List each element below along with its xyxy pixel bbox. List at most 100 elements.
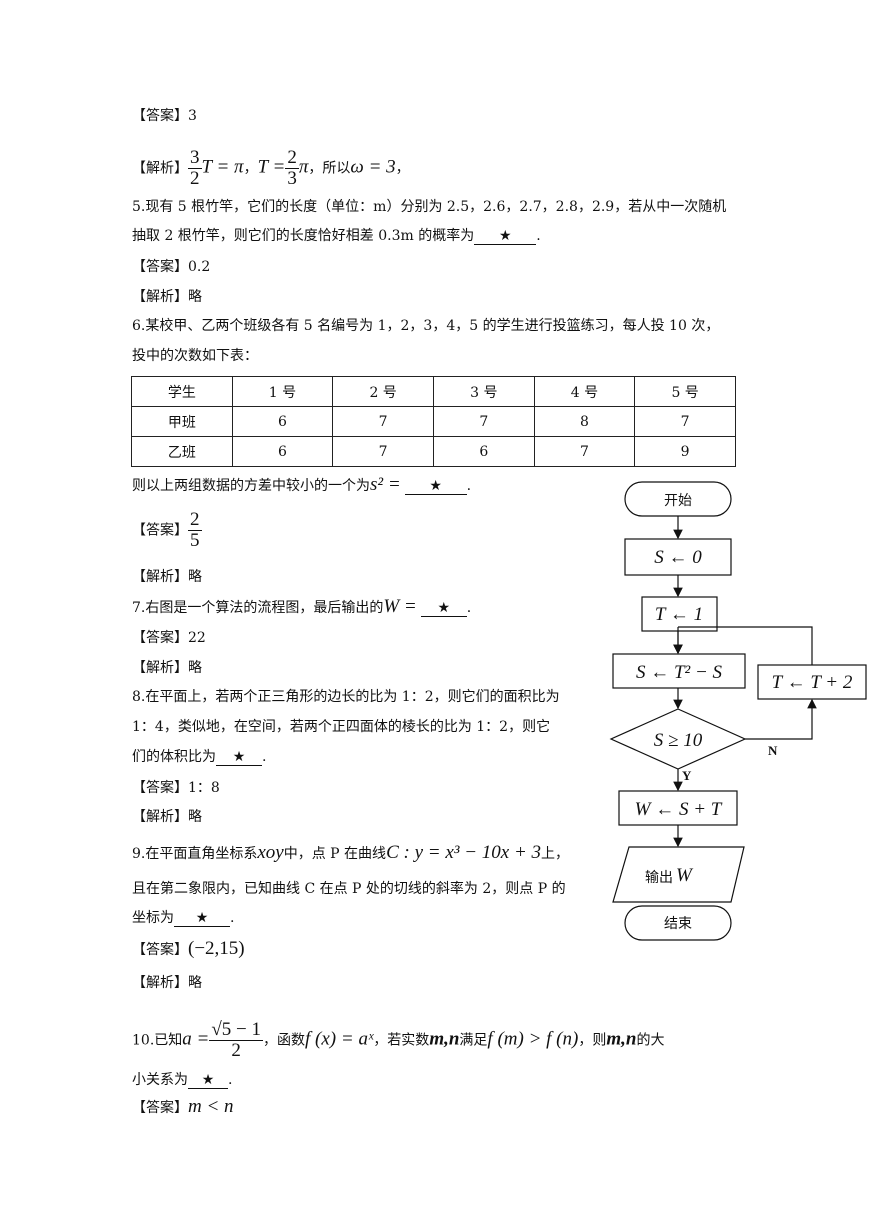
explanation-value: 略 xyxy=(188,975,202,991)
score-table: 学生 1 号 2 号 3 号 4 号 5 号 甲班 6 7 7 8 7 乙班 6… xyxy=(131,376,736,467)
flow-output xyxy=(612,846,745,903)
text: . xyxy=(228,1072,233,1088)
table-cell: 4 号 xyxy=(533,376,636,407)
answer-tag: 【答案】 xyxy=(132,942,188,958)
text: . xyxy=(466,600,472,616)
table-cell: 9 xyxy=(634,436,736,467)
math-expr: π xyxy=(298,156,309,178)
explanation-value: 略 xyxy=(188,660,202,676)
explanation-tag: 【解析】 xyxy=(132,160,188,177)
answer-line: 【答案】(−2,15) xyxy=(132,939,245,960)
question-9-line-2: 且在第二象限内，已知曲线 C 在点 P 处的切线的斜率为 2，则点 P 的 xyxy=(132,881,566,897)
table-row: 乙班 6 7 6 7 9 xyxy=(131,436,736,467)
math-expr: s² = xyxy=(370,474,401,495)
flow-start-label: 开始 xyxy=(664,493,692,509)
flow-no-label: N xyxy=(768,743,778,758)
flow-update-t-label: T ← T + 2 xyxy=(772,672,853,693)
fraction-numerator: √5 − 1 xyxy=(211,1019,261,1040)
flow-loop-back xyxy=(678,626,813,665)
table-cell: 7 xyxy=(533,436,636,467)
text: 则以上两组数据的方差中较小的一个为 xyxy=(132,478,370,494)
table-cell: 7 xyxy=(332,436,434,467)
question-5-line-1: 5.现有 5 根竹竿，它们的长度（单位：m）分别为 2.5，2.6，2.7，2.… xyxy=(132,199,727,215)
table-header-row: 学生 1 号 2 号 3 号 4 号 5 号 xyxy=(131,376,736,407)
math-expr: f (x) = aˣ xyxy=(305,1028,374,1050)
answer-tag: 【答案】 xyxy=(132,630,188,646)
text: 中，点 P 在曲线 xyxy=(283,846,387,862)
explanation-line: 【解析】略 xyxy=(132,807,202,827)
flow-end-terminal xyxy=(624,905,732,941)
question-10-line-2: 小关系为★. xyxy=(132,1070,232,1090)
explanation-tag: 【解析】 xyxy=(132,809,188,825)
table-cell: 甲班 xyxy=(131,406,233,437)
table-cell: 8 xyxy=(533,406,636,437)
explanation-line: 【解析】略 xyxy=(132,287,202,307)
fraction-denominator: 3 xyxy=(285,168,299,189)
question-6-line-3: 则以上两组数据的方差中较小的一个为s² =★. xyxy=(132,475,471,496)
answer-blank: ★ xyxy=(474,228,537,245)
answer-line: 【答案】22 xyxy=(132,628,206,648)
fraction-denominator: 2 xyxy=(188,168,202,189)
text: ，函数 xyxy=(263,1032,305,1049)
table-cell: 6 xyxy=(432,436,535,467)
answer-tag: 【答案】 xyxy=(132,522,188,539)
flow-s0-label: S ← 0 xyxy=(654,547,702,568)
explanation-value: 略 xyxy=(188,809,202,825)
question-9-line-3: 坐标为★. xyxy=(132,908,234,928)
flow-output-var: W xyxy=(676,865,694,886)
math-expr: f (m) > f (n) xyxy=(487,1028,579,1050)
flow-end-label: 结束 xyxy=(664,916,692,932)
answer-line: 【答案】1：8 xyxy=(132,778,220,798)
flow-yes-label: Y xyxy=(682,768,692,783)
explanation-value: 略 xyxy=(188,289,202,305)
answer-value: 22 xyxy=(188,630,206,646)
text: ， xyxy=(243,160,258,177)
text: . xyxy=(466,478,472,494)
text: 10.已知 xyxy=(132,1032,183,1049)
math-expr: T = xyxy=(257,156,286,178)
text: 上， xyxy=(541,846,570,862)
flow-process-t1 xyxy=(641,596,718,632)
table-cell: 6 xyxy=(231,406,334,437)
math-expr: m,n xyxy=(429,1028,460,1050)
answer-tag: 【答案】 xyxy=(132,108,188,124)
math-expr: xoy xyxy=(257,842,284,863)
flow-output-label: 输出 xyxy=(645,870,673,886)
answer-value: m < n xyxy=(188,1096,234,1117)
math-expr: m,n xyxy=(606,1028,637,1050)
answer-line: 【答案】3 xyxy=(132,106,197,126)
table-cell: 7 xyxy=(634,406,736,437)
table-row: 甲班 6 7 7 8 7 xyxy=(131,406,736,437)
fraction-numerator: 3 xyxy=(190,147,200,168)
question-5-line-2: 抽取 2 根竹竿，则它们的长度恰好相差 0.3m 的概率为★. xyxy=(132,226,541,246)
flow-w-label: W ← S + T xyxy=(635,799,723,820)
fraction-denominator: 5 xyxy=(188,530,202,551)
table-cell: 学生 xyxy=(131,376,233,407)
text: . xyxy=(230,910,235,926)
answer-blank: ★ xyxy=(216,749,262,766)
explanation-line: 【解析】略 xyxy=(132,973,202,993)
table-cell: 乙班 xyxy=(131,436,233,467)
answer-line: 【答案】0.2 xyxy=(132,257,210,277)
math-expr: ω = 3 xyxy=(350,156,396,178)
explanation-line: 【解析】略 xyxy=(132,658,202,678)
answer-line: 【答案】m < n xyxy=(132,1097,234,1118)
flow-condition-label: S ≥ 10 xyxy=(654,730,703,751)
question-8-line-1: 8.在平面上，若两个正三角形的边长的比为 1：2，则它们的面积比为 xyxy=(132,689,560,705)
answer-value: 3 xyxy=(188,108,197,124)
explanation-tag: 【解析】 xyxy=(132,569,188,585)
text: 满足 xyxy=(459,1032,488,1049)
text: 7.右图是一个算法的流程图，最后输出的 xyxy=(132,600,384,616)
answer-value: (−2,15) xyxy=(188,938,245,959)
flow-update-s-label: S ← T² − S xyxy=(636,662,723,683)
text: 小关系为 xyxy=(132,1072,188,1088)
math-expr: W = xyxy=(383,596,417,617)
text: ，若实数 xyxy=(373,1032,430,1049)
question-9-line-1: 9.在平面直角坐标系xoy中，点 P 在曲线C : y = x³ − 10x +… xyxy=(132,843,569,864)
